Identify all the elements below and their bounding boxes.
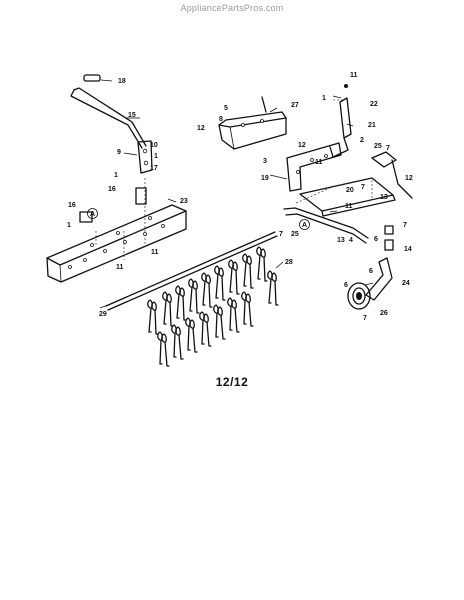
callout-label: 1 (154, 153, 158, 160)
callout-label: 11 (350, 72, 358, 79)
callout-label: 11 (315, 159, 323, 166)
callout-label: 20 (346, 187, 354, 194)
callout-label: 24 (402, 280, 410, 287)
callout-label: 10 (150, 142, 158, 149)
callout-label: 16 (68, 202, 76, 209)
lower-frame (283, 151, 413, 244)
spring-tine (260, 248, 268, 282)
spring-tine (151, 301, 159, 335)
callout-label: 25 (291, 231, 299, 238)
spring-tine (175, 285, 181, 319)
spring-tine (241, 291, 247, 325)
callout-label: 29 (99, 311, 107, 318)
spring-tine (228, 259, 234, 293)
upper-bracket (218, 96, 287, 150)
callout-label: 11 (345, 203, 353, 210)
callout-label: 7 (403, 222, 407, 229)
callout-label: 3 (263, 158, 267, 165)
spring-tine (245, 293, 254, 327)
spring-tine (157, 331, 163, 365)
callout-label: 17 (150, 165, 158, 172)
spring-tine (179, 287, 187, 321)
callout-label: 7 (363, 315, 367, 322)
spring-tine (199, 311, 205, 345)
spring-tine (147, 299, 153, 333)
callout-label: 19 (261, 175, 269, 182)
spring-tine (256, 246, 262, 280)
spring-tine (271, 272, 279, 306)
callout-label: 18 (118, 78, 126, 85)
spring-tine (232, 261, 240, 295)
callout-label: 15 (128, 112, 136, 119)
spring-tine (214, 265, 220, 299)
wheel-assembly (347, 225, 394, 310)
spring-tine (242, 253, 248, 287)
callout-label: 14 (404, 246, 412, 253)
spring-tine (162, 291, 168, 325)
callout-label: 25 (374, 143, 382, 150)
spring-tine (161, 333, 170, 367)
spring-tine (246, 255, 254, 289)
callout-label: 6 (374, 236, 378, 243)
tine-rod (105, 231, 278, 311)
callout-label: 6 (344, 282, 348, 289)
callout-label: 13 (380, 194, 388, 201)
callout-label: 1 (322, 95, 326, 102)
callout-label: 1 (67, 222, 71, 229)
leader-lines (99, 79, 374, 309)
callout-label: 22 (370, 101, 378, 108)
callout-label: 5 (224, 105, 228, 112)
callout-circle (299, 219, 310, 230)
callout-label: 28 (285, 259, 293, 266)
spring-tine (205, 274, 213, 308)
spring-tines (147, 246, 279, 367)
callout-label: 8 (219, 116, 223, 123)
spring-tine (185, 317, 191, 351)
callout-label: 26 (380, 310, 388, 317)
spring-tine (231, 299, 240, 333)
spring-tine (171, 324, 177, 358)
callout-label: 13 (337, 237, 345, 244)
spring-tine (203, 313, 212, 347)
spring-tine (189, 319, 198, 353)
callout-label: 12 (197, 125, 205, 132)
callout-label: 9 (117, 149, 121, 156)
spring-tine (267, 270, 273, 304)
callout-label: 16 (108, 186, 116, 193)
callout-label: 1 (114, 172, 118, 179)
spring-tine (192, 280, 200, 314)
callout-label: A (302, 222, 307, 229)
callout-label: A (90, 211, 95, 218)
callout-label: 27 (291, 102, 299, 109)
callout-label: 21 (368, 122, 376, 129)
spring-tine (188, 278, 194, 312)
callout-label: 4 (349, 237, 353, 244)
vertical-arm (329, 84, 352, 158)
callout-circle (87, 208, 98, 219)
lever-handle (70, 74, 153, 244)
callout-label: 7 (279, 231, 283, 238)
callout-label: 7 (361, 184, 365, 191)
callout-label: 12 (405, 175, 413, 182)
callout-label: 23 (180, 198, 188, 205)
spring-tine (201, 272, 207, 306)
spring-tine (217, 306, 226, 340)
watermark: AppliancePartsPros.com (180, 3, 284, 13)
callout-label: 2 (360, 137, 364, 144)
callout-label: 7 (386, 145, 390, 152)
spring-tine (218, 267, 226, 301)
mounting-plate (46, 187, 187, 283)
callout-label: 11 (151, 249, 159, 256)
page-number-label: 12/12 (215, 375, 249, 389)
callout-label: 11 (116, 264, 124, 271)
spring-tine (213, 304, 219, 338)
spring-tine (175, 326, 184, 360)
callout-label: 6 (369, 268, 373, 275)
spring-tine (227, 297, 233, 331)
mounting-frame (286, 142, 342, 192)
callout-label: 12 (298, 142, 306, 149)
